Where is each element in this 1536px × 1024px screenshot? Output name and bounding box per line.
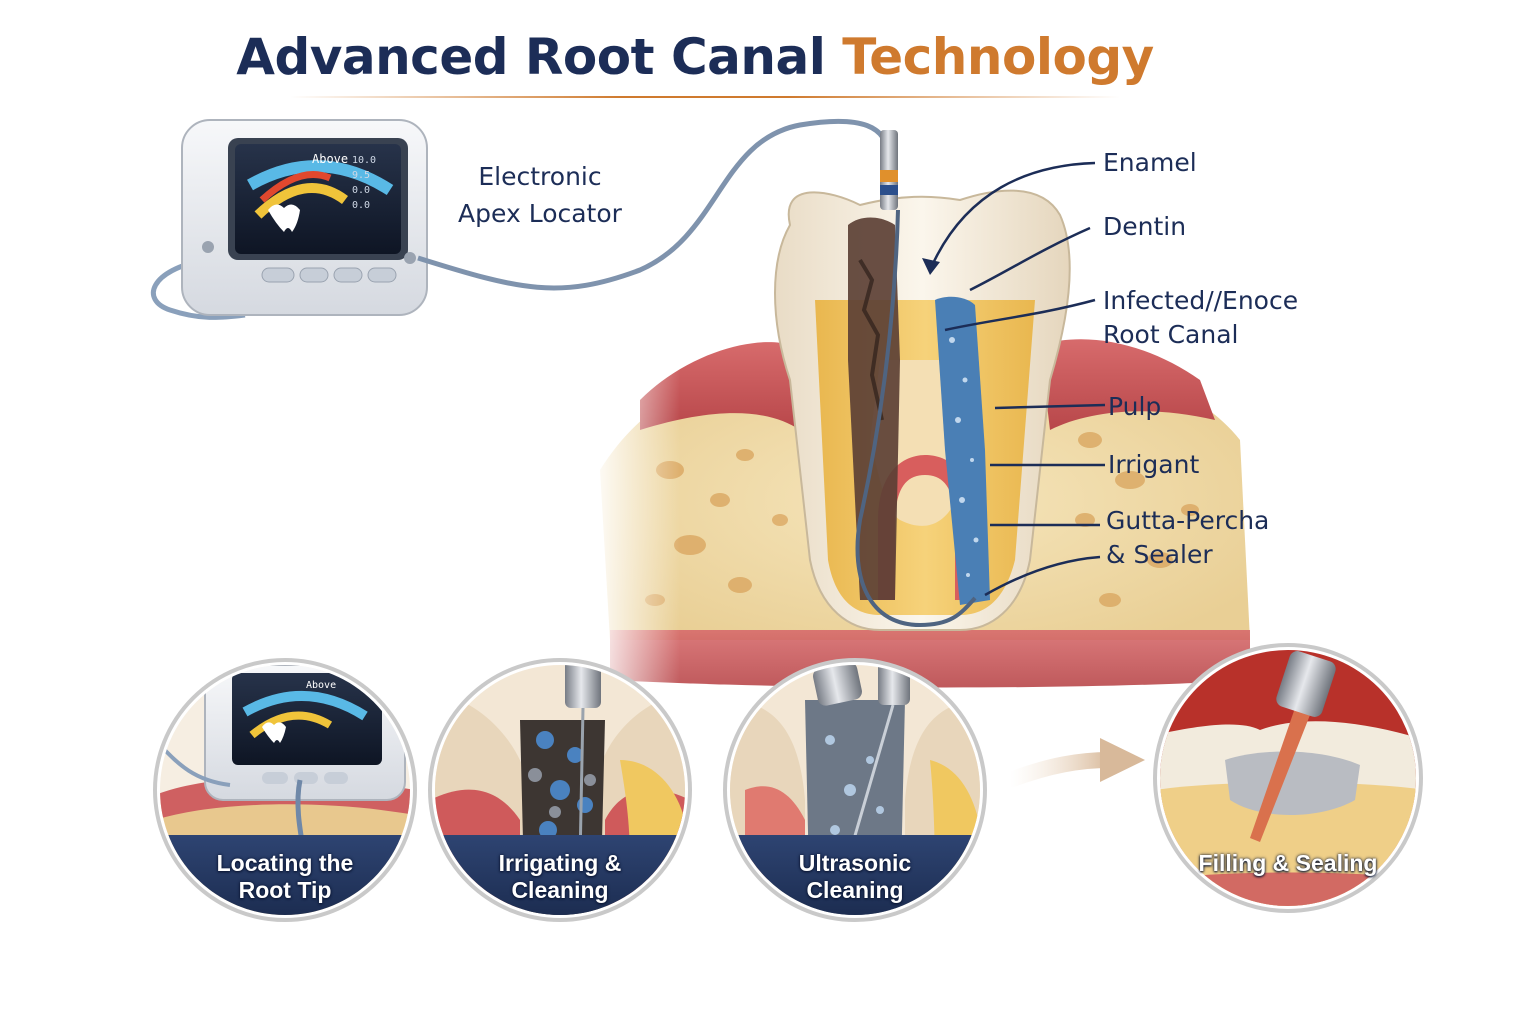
device-button-3[interactable] — [333, 267, 363, 283]
apex-locator-device: Above 10.0 9.5 0.0 0.0 — [150, 119, 428, 320]
step-1-line2: Root Tip — [238, 877, 332, 903]
step-1-screen-text: Above — [306, 680, 336, 691]
leader-sealer — [984, 555, 1101, 597]
step-1-caption: Locating the Root Tip — [190, 850, 380, 904]
leader-infected — [944, 298, 1096, 332]
bone-fade — [590, 360, 680, 700]
device-port — [404, 252, 416, 264]
device-button-2[interactable] — [299, 267, 329, 283]
infected-texture — [858, 258, 884, 421]
label-irrigant: Irrigant — [1108, 450, 1200, 479]
leader-lines — [922, 161, 1106, 597]
label-enamel: Enamel — [1103, 148, 1197, 177]
tooth-icon — [268, 204, 300, 232]
file-handle-band-2 — [880, 185, 898, 195]
title-underline — [290, 96, 1120, 98]
leader-pulp — [994, 403, 1106, 410]
gauge-yellow — [254, 183, 348, 219]
title-part-1: Advanced Root Canal — [236, 28, 826, 86]
step-3-caption: Ultrasonic Cleaning — [760, 850, 950, 904]
device-label: Electronic Apex Locator — [440, 158, 640, 232]
device-cable — [417, 118, 891, 291]
label-gutta-percha: Gutta-Percha & Sealer — [1106, 504, 1269, 572]
screen-number-2: 9.5 — [352, 170, 370, 181]
label-pulp: Pulp — [1108, 392, 1162, 421]
label-infected-line2: Root Canal — [1103, 320, 1239, 349]
device-port-left — [202, 241, 214, 253]
screen-number-4: 0.0 — [352, 200, 370, 211]
device-button-1[interactable] — [261, 267, 295, 283]
leader-enamel — [928, 161, 1096, 271]
label-infected: Infected//Enoce Root Canal — [1103, 284, 1298, 352]
screen-text-above: Above — [312, 152, 348, 166]
step-1-line1: Locating the — [216, 850, 354, 876]
step-3-illustration — [723, 658, 987, 922]
tooth-cross-section — [590, 130, 1250, 700]
label-gutta-line1: Gutta-Percha — [1106, 506, 1270, 535]
leader-dentin — [969, 226, 1091, 292]
page-title: Advanced Root Canal Technology — [0, 28, 1390, 86]
device-cable-left — [150, 257, 246, 320]
step-2-line2: Cleaning — [511, 877, 609, 903]
device-button-4[interactable] — [367, 267, 397, 283]
step-4-illustration — [1153, 643, 1423, 913]
step-2-line1: Irrigating & — [498, 850, 622, 876]
screen-number-1: 10.0 — [352, 155, 376, 166]
leader-enamel-arrowhead — [922, 258, 940, 275]
device-label-line2: Apex Locator — [458, 199, 622, 228]
screen-number-3: 0.0 — [352, 185, 370, 196]
step-4-caption: Filling & Sealing — [1180, 850, 1396, 877]
irrigant-bubbles — [949, 337, 979, 577]
endo-file — [855, 209, 977, 628]
infected-pulp — [848, 217, 900, 600]
title-part-2: Technology — [842, 28, 1154, 86]
step-2-caption: Irrigating & Cleaning — [465, 850, 655, 904]
device-label-line1: Electronic — [478, 162, 602, 191]
gauge-blue — [247, 160, 394, 196]
gum-upper-right — [1040, 339, 1215, 430]
gum-lower — [610, 630, 1250, 688]
gauge-red — [259, 171, 332, 203]
file-handle-band — [880, 170, 898, 182]
label-dentin: Dentin — [1103, 212, 1187, 241]
irrigant-canal — [935, 296, 990, 605]
step-3-line2: Cleaning — [806, 877, 904, 903]
step-4-line1: Filling & Sealing — [1198, 850, 1378, 876]
label-gutta-line2: & Sealer — [1106, 540, 1213, 569]
arrow-right-icon — [1002, 738, 1145, 788]
label-infected-line1: Infected//Enoce — [1103, 286, 1299, 315]
step-3-line1: Ultrasonic — [798, 850, 912, 876]
